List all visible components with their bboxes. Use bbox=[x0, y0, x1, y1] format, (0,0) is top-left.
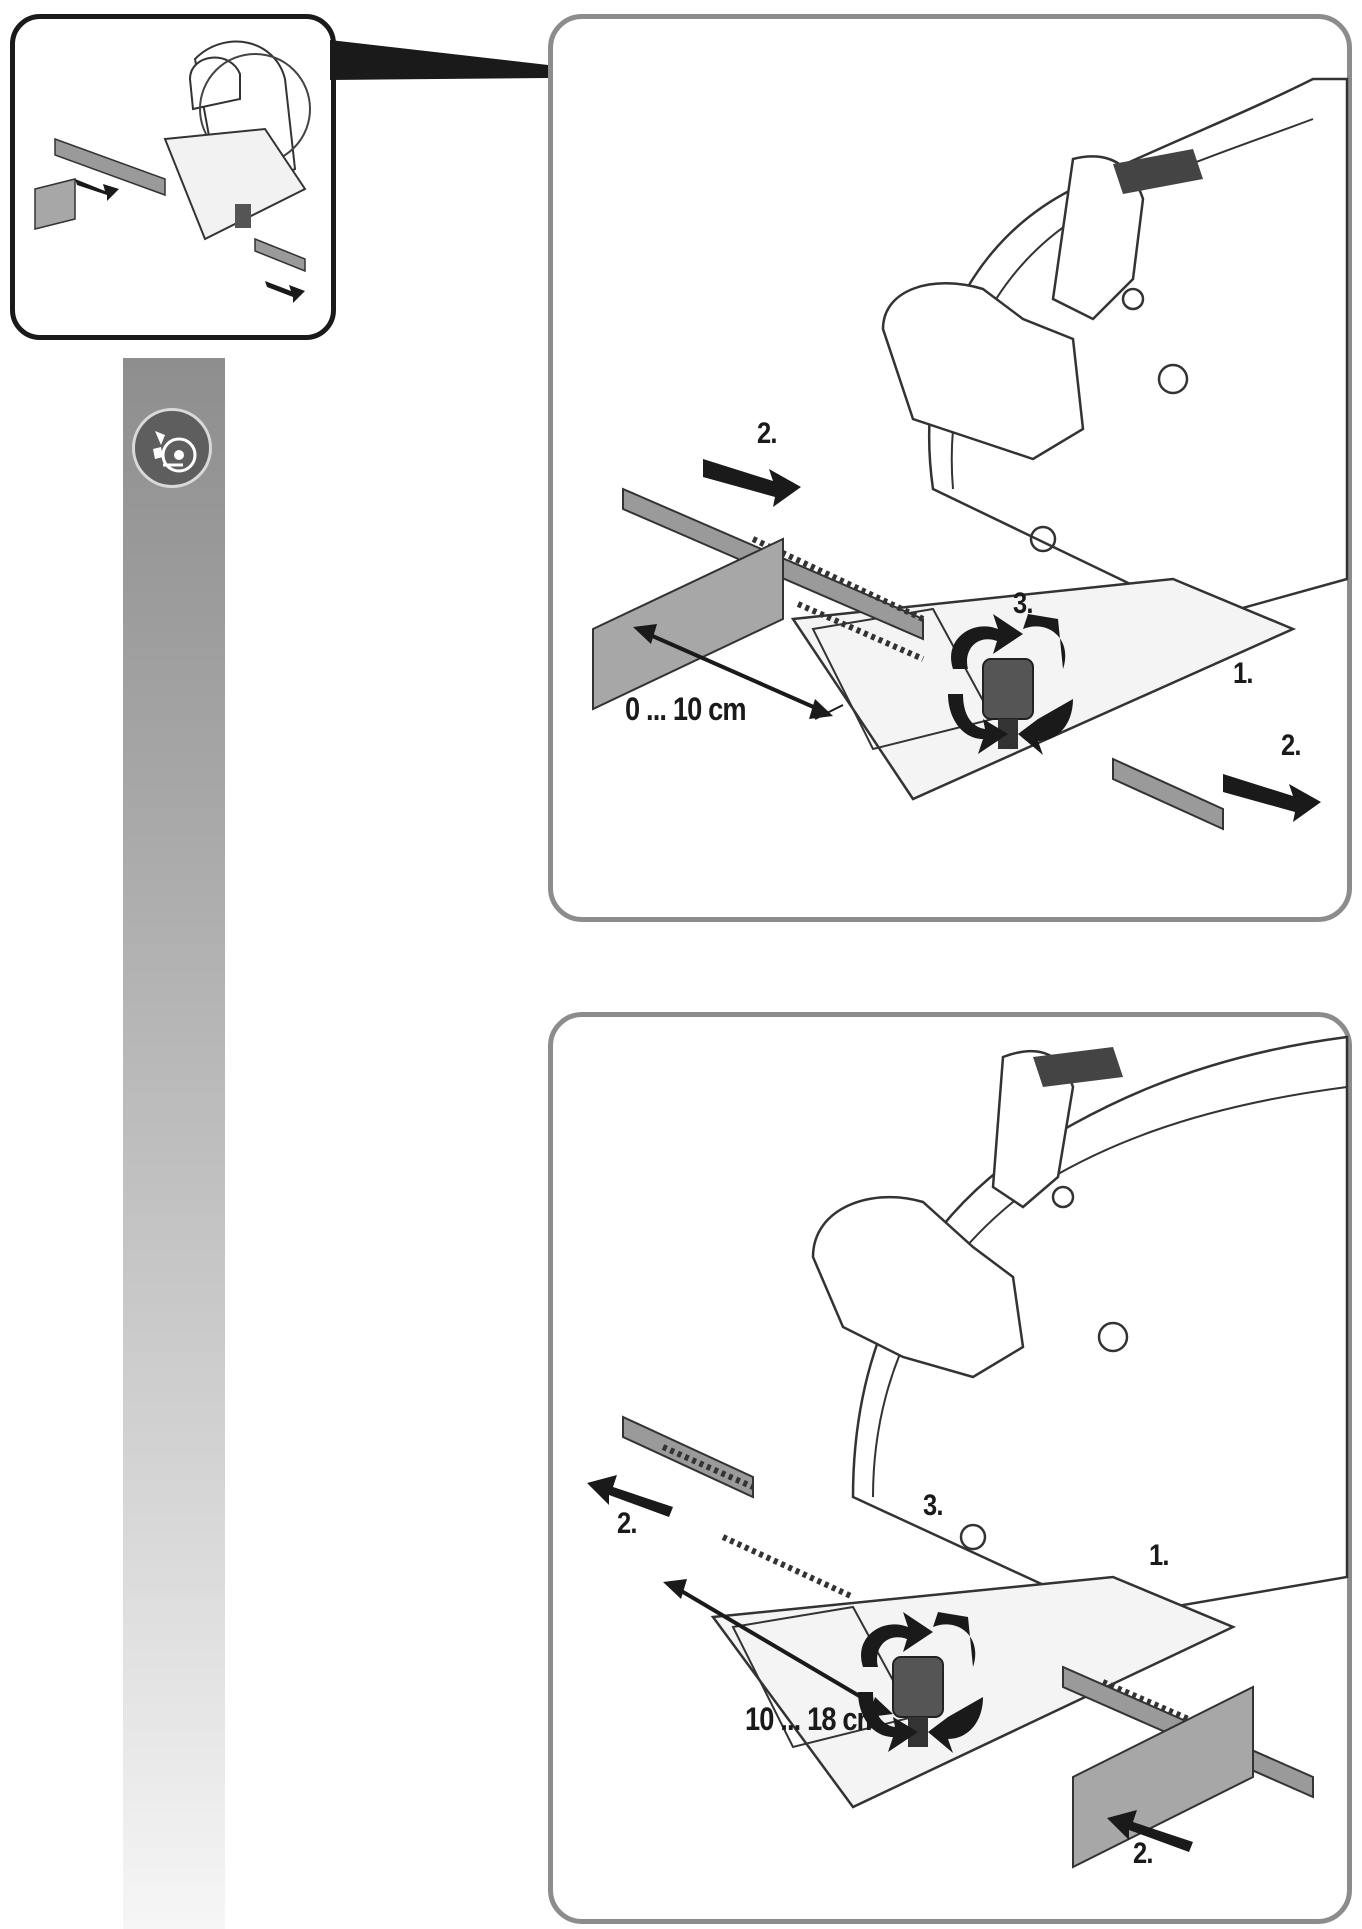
range-label: 10 ... 18 cm bbox=[745, 1701, 881, 1737]
step-2-bottom-label: 2. bbox=[1133, 1837, 1153, 1870]
step-3-label: 3. bbox=[923, 1489, 943, 1522]
step-2-left-label: 2. bbox=[757, 417, 777, 450]
top-panel: 2. 3. 1. 2. 0 ... 10 cm bbox=[548, 14, 1352, 922]
bottom-panel: 2. 3. 1. 2. 10 ... 18 cm bbox=[548, 1012, 1352, 1924]
overview-inset bbox=[10, 14, 336, 340]
step-2-right-label: 2. bbox=[1281, 729, 1301, 762]
side-strip bbox=[123, 358, 225, 1929]
step-1-label: 1. bbox=[1233, 657, 1253, 690]
saw-badge-icon bbox=[132, 408, 212, 488]
step-3-label: 3. bbox=[1013, 587, 1033, 620]
step-2-left-label: 2. bbox=[617, 1507, 637, 1540]
range-label: 0 ... 10 cm bbox=[625, 691, 747, 727]
step-1-label: 1. bbox=[1149, 1539, 1169, 1572]
